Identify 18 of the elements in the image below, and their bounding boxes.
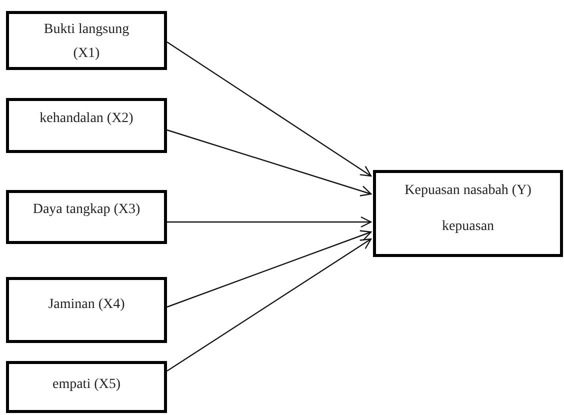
box-label: Daya tangkap (X3): [32, 201, 140, 219]
arrow: [166, 238, 372, 372]
box-label: Jaminan (X4): [48, 296, 125, 314]
variable-box: [6, 361, 167, 413]
box-label: empati (X5): [52, 376, 121, 394]
box-label: Bukti langsung (X1): [42, 21, 130, 63]
variable-box: [373, 170, 563, 257]
box-label: kehandalan (X2): [40, 110, 134, 128]
variable-box: [6, 98, 167, 153]
box-label: Kepuasan nasabah (Y): [404, 182, 532, 200]
variable-box: [6, 190, 167, 244]
arrow: [166, 230, 372, 308]
variable-box: [6, 11, 167, 70]
box-sublabel: kepuasan: [442, 218, 494, 236]
arrow: [167, 216, 372, 228]
variable-box: [6, 277, 167, 343]
arrow: [166, 42, 372, 177]
arrow: [166, 129, 372, 196]
